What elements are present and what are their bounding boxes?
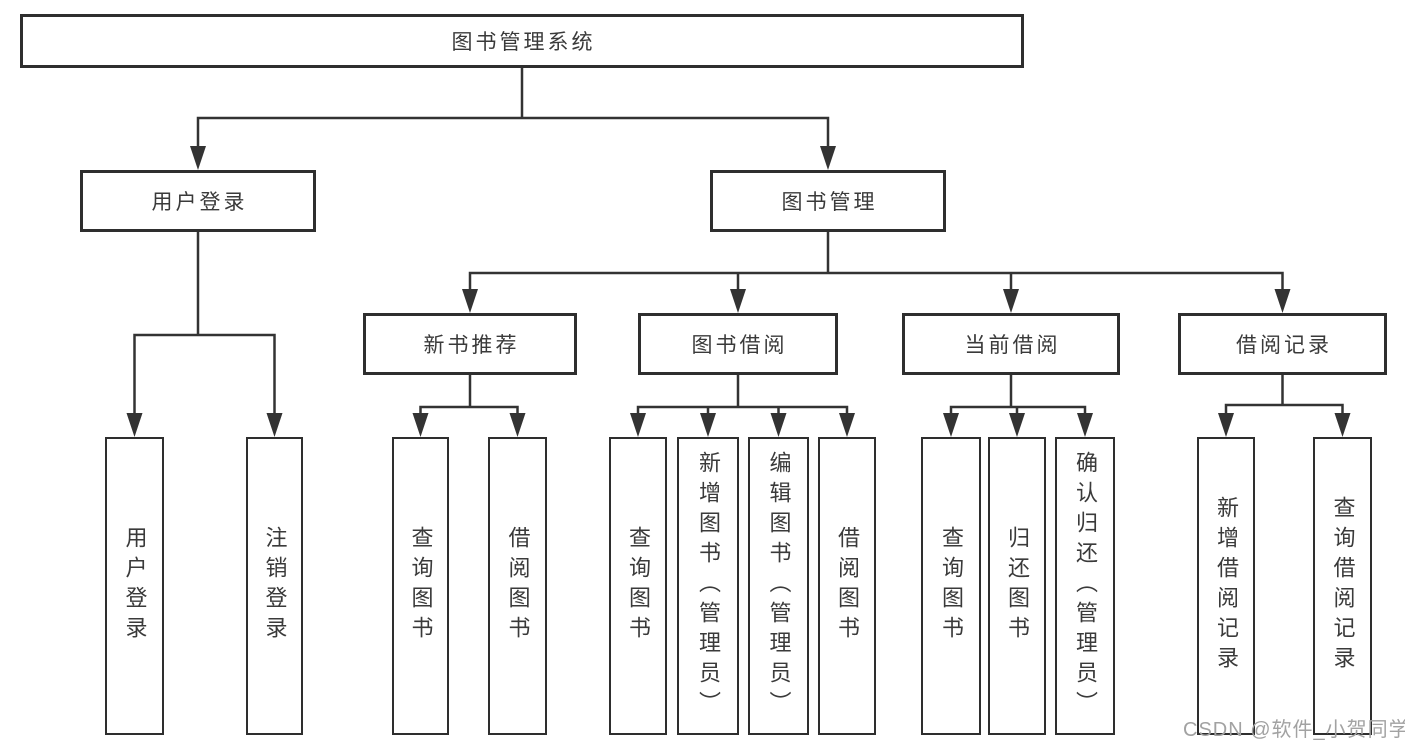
node-label: 图书管理系统 (451, 31, 596, 54)
connector-book-borrow-to-leaves (636, 375, 849, 419)
leaf-return-book: 归还图书 (988, 437, 1046, 735)
leaf-label: 查询借阅记录 (1330, 496, 1356, 676)
connector-user-login-to-leaves (133, 232, 276, 419)
node-book-borrow: 图书借阅 (638, 313, 838, 375)
node-current-borrow: 当前借阅 (902, 313, 1120, 375)
leaf-query-borrow-record: 查询借阅记录 (1313, 437, 1372, 735)
leaf-confirm-return-admin: 确认归还（管理员） (1055, 437, 1115, 735)
leaf-label: 借阅图书 (505, 526, 531, 646)
node-borrow-records: 借阅记录 (1178, 313, 1387, 375)
leaf-label: 编辑图书（管理员） (766, 451, 792, 721)
leaf-label: 注销登录 (262, 526, 288, 646)
node-user-login: 用户登录 (80, 170, 316, 232)
node-label: 图书借阅 (691, 334, 788, 357)
leaf-label: 查询图书 (626, 526, 651, 646)
node-library-management-system: 图书管理系统 (20, 14, 1024, 68)
leaf-label: 用户登录 (122, 526, 148, 646)
node-book-management: 图书管理 (710, 170, 946, 232)
node-label: 用户登录 (151, 191, 248, 214)
node-label: 新书推荐 (423, 334, 520, 357)
leaf-edit-book-admin: 编辑图书（管理员） (748, 437, 809, 735)
leaf-label: 借阅图书 (835, 526, 860, 646)
connector-new-book-recommend-to-leaves (419, 375, 519, 419)
node-label: 借阅记录 (1236, 334, 1332, 357)
connector-book-management-to-level3 (468, 232, 1284, 291)
leaf-logout: 注销登录 (246, 437, 303, 735)
leaf-borrow-book: 借阅图书 (818, 437, 876, 735)
connector-current-borrow-to-leaves (949, 375, 1087, 419)
arrowheads (126, 146, 1351, 437)
leaf-query-book-borrow: 查询图书 (609, 437, 667, 735)
connector-borrow-records-to-leaves (1224, 375, 1344, 419)
leaf-add-borrow-record: 新增借阅记录 (1197, 437, 1255, 735)
leaf-query-book-current: 查询图书 (921, 437, 981, 735)
leaf-label: 确认归还（管理员） (1073, 451, 1098, 721)
leaf-add-book-admin: 新增图书（管理员） (677, 437, 739, 735)
leaf-label: 归还图书 (1005, 526, 1030, 646)
leaf-label: 查询图书 (939, 526, 964, 646)
node-new-book-recommend: 新书推荐 (363, 313, 577, 375)
leaf-user-login: 用户登录 (105, 437, 164, 735)
leaf-label: 新增图书（管理员） (696, 451, 721, 721)
leaf-query-book-recommend: 查询图书 (392, 437, 449, 735)
node-label: 图书管理 (781, 191, 878, 214)
node-label: 当前借阅 (964, 334, 1061, 357)
leaf-borrow-book-recommend: 借阅图书 (488, 437, 547, 735)
csdn-watermark: CSDN @软件_小贺同学 (1183, 719, 1405, 741)
leaf-label: 查询图书 (408, 526, 434, 646)
connector-root-to-level2 (196, 68, 830, 150)
leaf-label: 新增借阅记录 (1214, 496, 1239, 676)
